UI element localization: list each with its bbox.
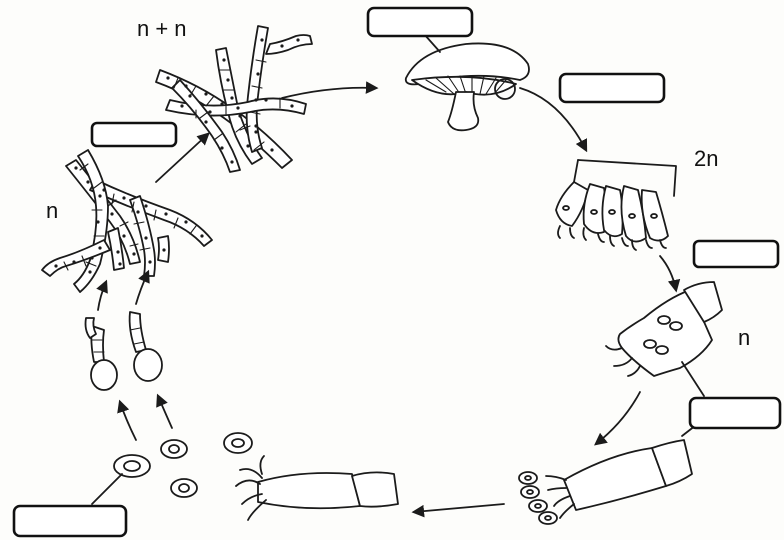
- germinating-spores: [86, 312, 163, 390]
- answer-box-spore[interactable]: [14, 506, 126, 536]
- answer-box-mushroom[interactable]: [368, 8, 472, 36]
- secondary-mycelium: [156, 26, 312, 172]
- basidiospores: [114, 433, 252, 497]
- primary-mycelium: [42, 150, 212, 292]
- answer-box-gills[interactable]: [560, 74, 664, 102]
- mushroom-fruiting-body: [406, 34, 529, 130]
- answer-box-basidium[interactable]: [694, 241, 778, 267]
- label-haploid-spores: n: [738, 325, 750, 350]
- label-dikaryon: n + n: [137, 16, 187, 41]
- empty-basidium: [236, 456, 398, 520]
- label-haploid-mycelium: n: [46, 198, 58, 223]
- label-diploid: 2n: [694, 146, 718, 171]
- answer-box-primary-mycelium[interactable]: [92, 123, 176, 146]
- gill-section-basidia: [556, 160, 676, 250]
- basidium-with-spores: [519, 422, 700, 524]
- basidium-four-nuclei: [606, 282, 722, 396]
- answer-box-basidiospores[interactable]: [690, 398, 780, 428]
